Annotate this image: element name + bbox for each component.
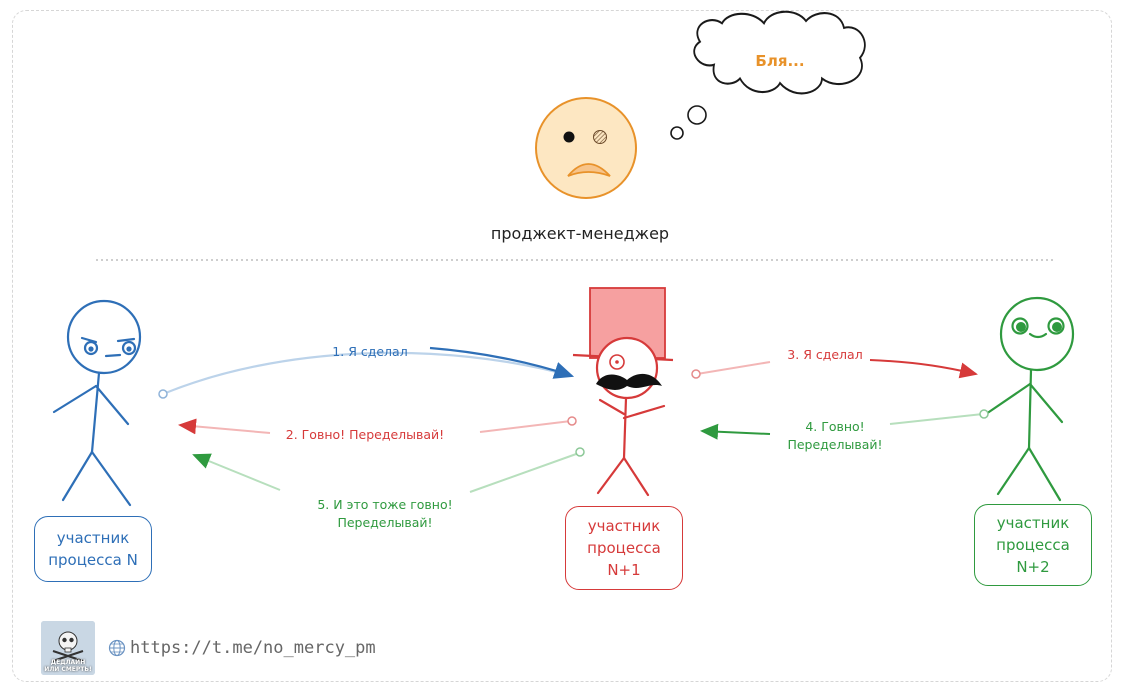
message-5-line2: Переделывай! <box>337 515 433 530</box>
participant-box-n: участник процесса N <box>34 516 152 582</box>
thought-bubble <box>670 10 866 140</box>
pm-label: проджект-менеджер <box>490 224 670 243</box>
message-2: 2. Говно! Переделывай! <box>285 427 445 442</box>
participant-n1-line3: N+1 <box>607 561 641 579</box>
participant-n1-line1: участник <box>587 517 661 535</box>
stickman-n <box>52 299 142 507</box>
logo-caption-line2: ИЛИ СМЕРТЬ! <box>44 666 92 673</box>
participant-n1-line2: процесса <box>587 539 661 557</box>
thought-dot-large <box>687 105 707 125</box>
thought-dot-small <box>670 126 684 140</box>
globe-icon <box>108 639 126 657</box>
channel-link[interactable]: https://t.me/no_mercy_pm <box>108 638 376 658</box>
participant-box-n2: участник процесса N+2 <box>974 504 1092 586</box>
thought-bubble-text: Бля... <box>755 52 805 70</box>
stickman-n1 <box>572 287 674 497</box>
arrow-4 <box>700 409 989 440</box>
logo-caption: ДЕДЛАЙН ИЛИ СМЕРТЬ! <box>41 659 95 673</box>
participant-n2-line3: N+2 <box>1016 558 1050 576</box>
message-5: 5. И это тоже говно! Переделывай! <box>280 496 490 532</box>
message-3: 3. Я сделал <box>787 347 863 362</box>
message-5-line1: 5. И это тоже говно! <box>317 497 453 512</box>
arrow-3 <box>691 359 978 379</box>
pm-face <box>535 97 637 199</box>
arrow-2 <box>178 416 577 435</box>
arrow-5 <box>192 447 585 493</box>
message-4: 4. Говно! Переделывай! <box>760 418 910 454</box>
message-1: 1. Я сделал <box>332 344 408 359</box>
participant-n-line1: участник <box>56 529 130 547</box>
logo-caption-line1: ДЕДЛАЙН <box>50 659 86 666</box>
stickman-n2 <box>984 296 1075 502</box>
participant-n2-line1: участник <box>996 514 1070 532</box>
arrow-1 <box>158 346 575 399</box>
message-4-line1: 4. Говно! <box>805 419 865 434</box>
participant-box-n1: участник процесса N+1 <box>565 506 683 590</box>
participant-n-line2: процесса N <box>48 551 138 569</box>
channel-logo: ДЕДЛАЙН ИЛИ СМЕРТЬ! <box>41 621 95 675</box>
diagram-frame <box>12 10 1112 682</box>
channel-link-text[interactable]: https://t.me/no_mercy_pm <box>130 638 376 658</box>
participant-n2-line2: процесса <box>996 536 1070 554</box>
message-4-line2: Переделывай! <box>787 437 883 452</box>
skull-icon <box>41 621 95 675</box>
